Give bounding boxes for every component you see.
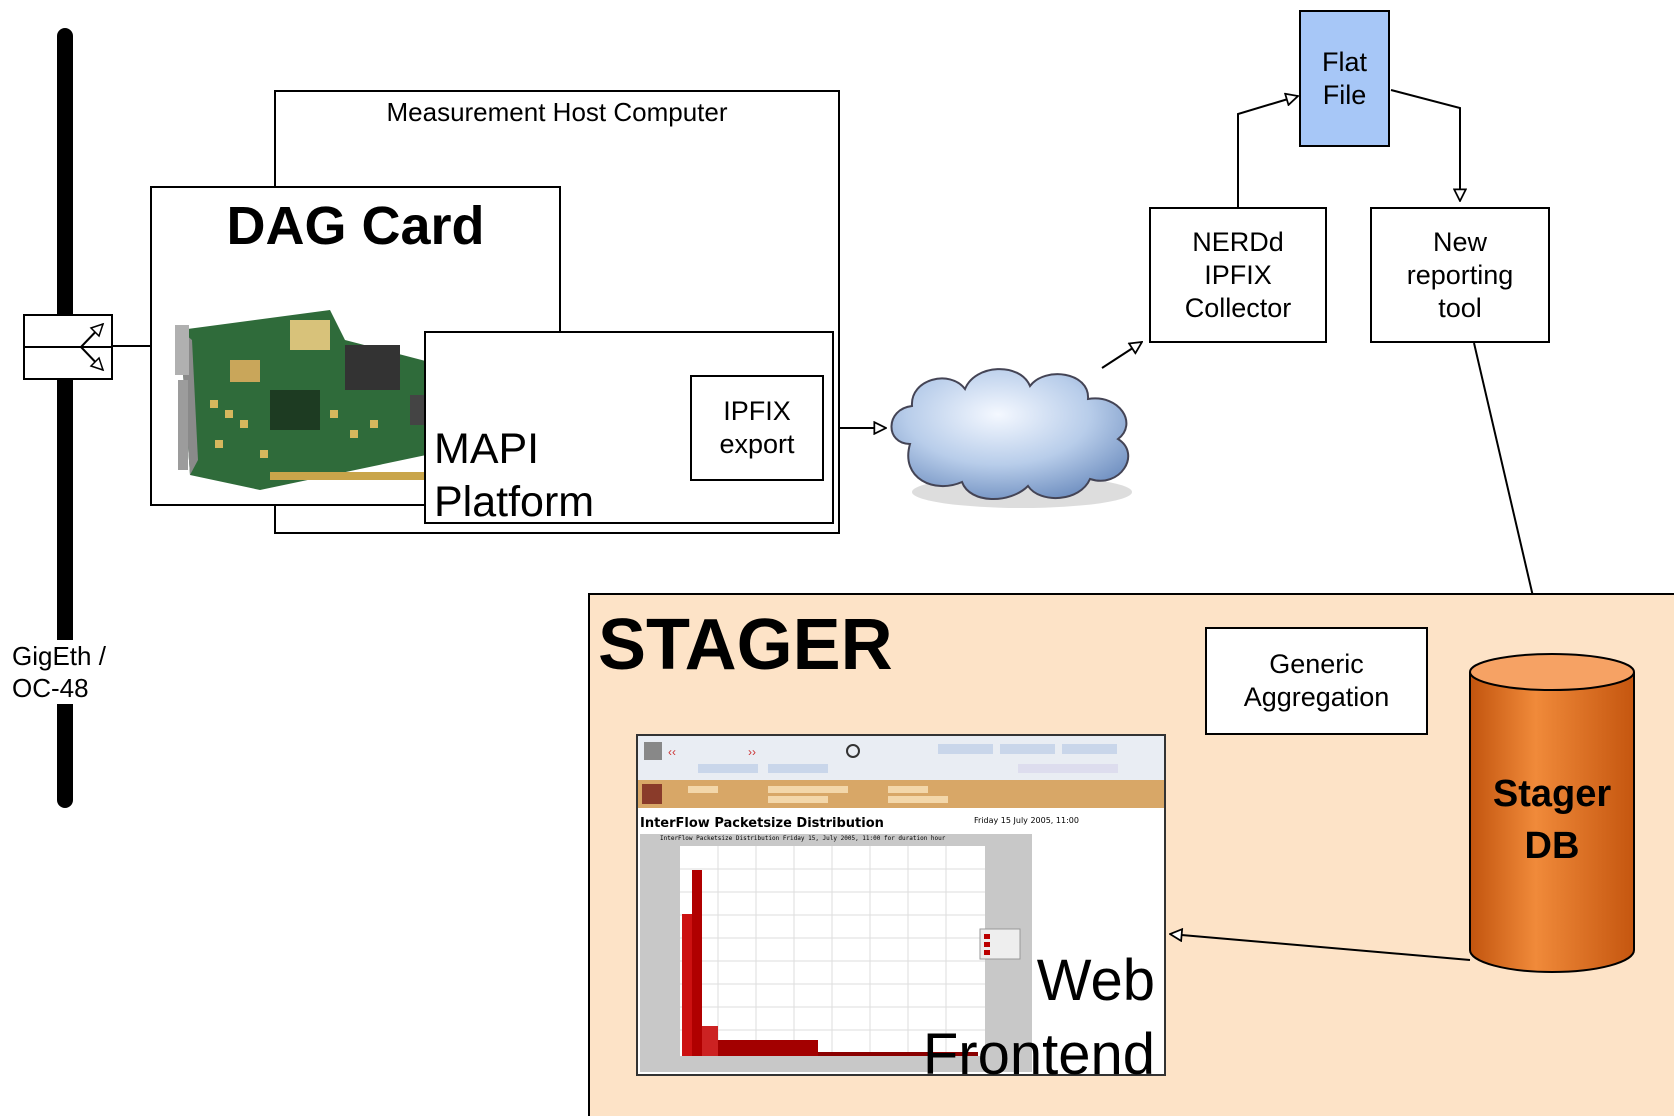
splitter-icon xyxy=(25,322,111,372)
stager-db-label: Stager DB xyxy=(1492,773,1612,867)
nerdd-collector-box: NERDd IPFIX Collector xyxy=(1149,207,1327,343)
reporting-tool-box: New reporting tool xyxy=(1370,207,1550,343)
mapi-platform-box: MAPI Platform xyxy=(424,331,834,526)
optical-tap xyxy=(23,314,113,380)
svg-text:‹‹: ‹‹ xyxy=(668,745,676,759)
nerdd-to-flatfile-arrow xyxy=(1237,96,1298,207)
web-frontend-label: Web Frontend xyxy=(922,948,1155,1087)
screenshot-filterbar xyxy=(638,780,1164,808)
screenshot-toolbar: ‹‹ ›› xyxy=(638,736,1164,781)
ipfix-export-box: IPFIX export xyxy=(690,375,824,481)
stager-db-cylinder xyxy=(1469,653,1635,973)
svg-text:››: ›› xyxy=(748,745,756,759)
screenshot-date: Friday 15 July 2005, 11:00 xyxy=(974,816,1079,825)
stager-title: STAGER xyxy=(598,605,893,685)
cloud-to-nerdd-arrow xyxy=(1101,342,1142,369)
dag-card-title: DAG Card xyxy=(226,196,485,256)
screenshot-chart-title: InterFlow Packetsize Distribution Friday… xyxy=(660,835,946,842)
dag-card-picture xyxy=(175,310,470,490)
measurement-host-title: Measurement Host Computer xyxy=(386,97,728,127)
flat-file-box: Flat File xyxy=(1299,10,1390,147)
link-label: GigEth / OC-48 xyxy=(12,640,122,704)
web-frontend-screenshot: ‹‹ ›› InterFlow Packetsize Distribution … xyxy=(636,734,1166,1076)
screenshot-heading: InterFlow Packetsize Distribution xyxy=(640,816,884,831)
screenshot-chart: InterFlow Packetsize Distribution Friday… xyxy=(640,834,1032,1072)
network-cloud xyxy=(890,368,1132,508)
generic-aggregation-box: Generic Aggregation xyxy=(1205,627,1428,735)
mapi-platform-title: MAPI Platform xyxy=(434,425,595,526)
flatfile-to-reporting-arrow xyxy=(1390,89,1460,201)
